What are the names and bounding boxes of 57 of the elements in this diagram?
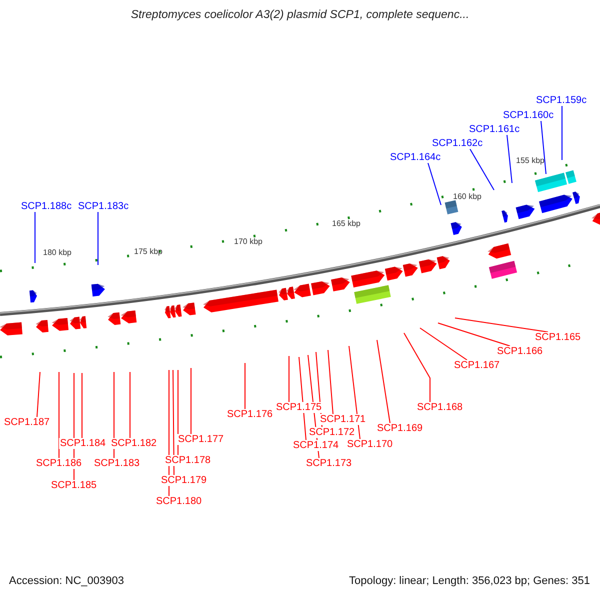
- leader-line: [288, 356, 290, 402]
- leader-line: [506, 134, 512, 184]
- gene-label: SCP1.166: [496, 346, 544, 357]
- leader-line: [470, 148, 494, 190]
- scale-label: 170 kbp: [234, 237, 262, 247]
- gene-label: SCP1.176: [226, 409, 274, 420]
- gene-label: SCP1.175: [275, 402, 323, 413]
- gene-label: SCP1.167: [453, 360, 501, 371]
- gene-label: SCP1.160c: [502, 110, 555, 121]
- footer-text: Topology: linear; Length: 356,023 bp; Genes: 351: [349, 574, 590, 588]
- leader-line: [348, 346, 360, 440]
- scale-label: 155 kbp: [516, 156, 544, 166]
- gene-label: SCP1.177: [177, 434, 225, 445]
- gene-label: SCP1.173: [305, 458, 353, 469]
- gene-label: SCP1.179: [160, 475, 208, 486]
- scale-label: 175 kbp: [134, 247, 162, 257]
- gene-label: SCP1.165: [534, 332, 582, 343]
- gene-label: SCP1.171: [319, 414, 367, 425]
- gene-label: SCP1.174: [292, 440, 340, 451]
- leader-line: [244, 362, 246, 410]
- gene-label: SCP1.172: [308, 427, 356, 438]
- scale-label: 180 kbp: [43, 248, 72, 258]
- leader-line: [36, 372, 40, 418]
- leader-line: [298, 356, 306, 440]
- gene-label: SCP1.183c: [77, 201, 130, 212]
- gene-label: SCP1.185: [50, 480, 98, 491]
- gene-label: SCP1.170: [346, 439, 394, 450]
- leader-line: [428, 162, 442, 206]
- gene-label: SCP1.162c: [431, 138, 484, 149]
- title: Streptomyces coelicolor A3(2) plasmid SCP1, complete sequenc...: [130, 9, 470, 21]
- leader-line: [540, 120, 546, 174]
- gene-label: SCP1.168: [416, 402, 464, 413]
- leader-line: [438, 322, 510, 346]
- leader-line: [190, 368, 192, 434]
- leader-line: [34, 212, 36, 264]
- leader-line: [420, 328, 468, 360]
- gene-label: SCP1.187: [3, 417, 51, 428]
- gene-label: SCP1.169: [376, 423, 424, 434]
- gene-label: SCP1.188c: [20, 201, 73, 212]
- gene-label: SCP1.178: [164, 455, 212, 466]
- gene-label: SCP1.161c: [468, 124, 521, 135]
- gene-label: SCP1.180: [155, 496, 203, 507]
- leader-line: [172, 370, 174, 476]
- leader-line: [328, 350, 334, 414]
- leader-line: [376, 340, 390, 424]
- gene-label: SCP1.159c: [535, 95, 588, 106]
- footer-text: Accession: NC_003903: [9, 574, 124, 588]
- gene-label: SCP1.182: [110, 438, 158, 449]
- gene-label: SCP1.183: [93, 458, 141, 469]
- gene-label: SCP1.184: [59, 438, 107, 449]
- leader-line: [58, 372, 60, 458]
- scale-label: 165 kbp: [332, 219, 360, 229]
- gene-label: SCP1.164c: [389, 152, 442, 163]
- leader-line: [404, 332, 430, 402]
- scale-label: 160 kbp: [453, 192, 482, 202]
- leader-line: [454, 318, 548, 332]
- gene-label: SCP1.186: [35, 458, 83, 469]
